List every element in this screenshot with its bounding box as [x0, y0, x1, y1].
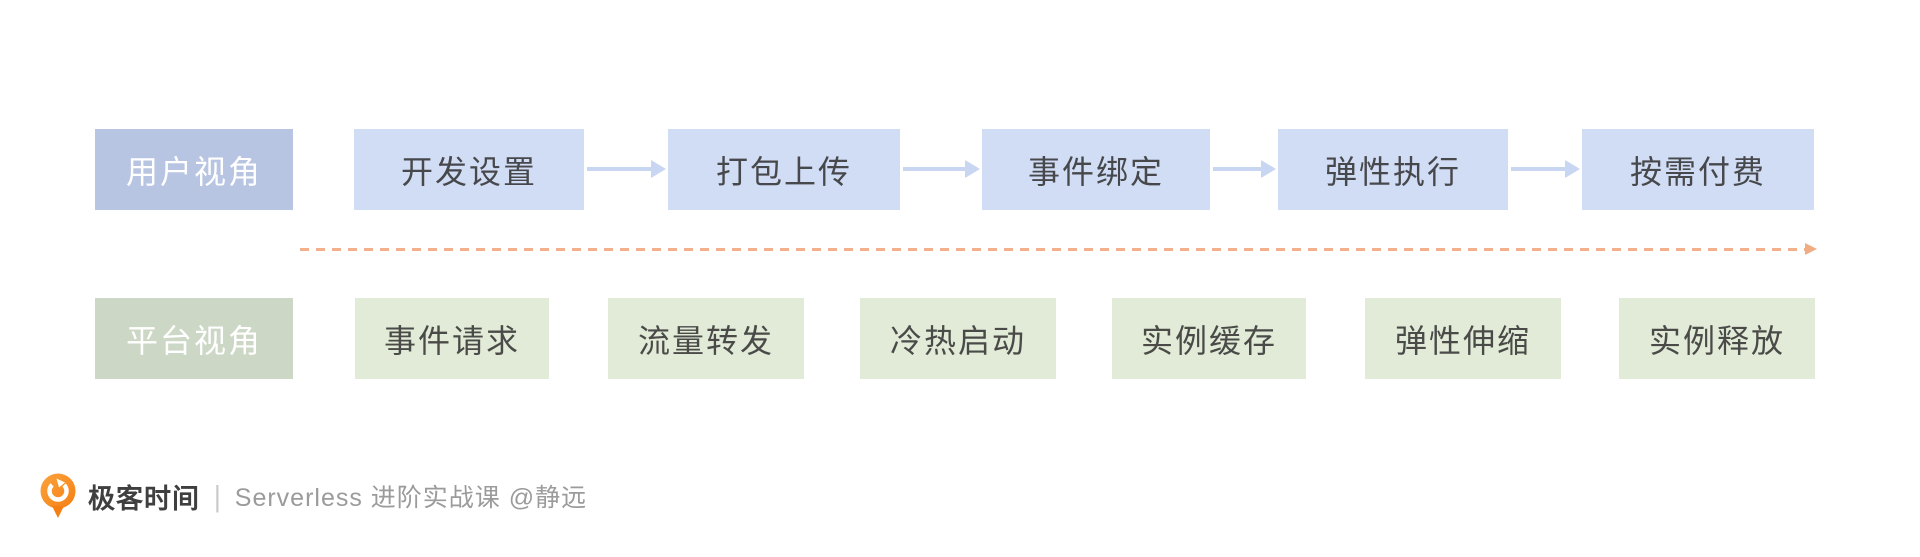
platform-step-instance-cache: 实例缓存	[1112, 298, 1306, 379]
course-title: Serverless 进阶实战课 @静远	[234, 484, 588, 512]
platform-step-elastic-scaling: 弹性伸缩	[1365, 298, 1561, 379]
user-step-elastic-execution: 弹性执行	[1278, 129, 1508, 210]
user-step-event-binding: 事件绑定	[982, 129, 1210, 210]
platform-step-cold-hot-start: 冷热启动	[860, 298, 1056, 379]
platform-step-instance-release: 实例释放	[1619, 298, 1815, 379]
user-step-pay-per-use: 按需付费	[1582, 129, 1814, 210]
footer-watermark: 极客时间 | Serverless 进阶实战课 @静远	[40, 470, 587, 522]
user-perspective-header: 用户视角	[95, 129, 293, 210]
brand-name: 极客时间	[88, 483, 200, 514]
platform-step-event-request: 事件请求	[355, 298, 549, 379]
user-step-dev-setup: 开发设置	[354, 129, 584, 210]
geektime-logo-icon	[40, 473, 76, 518]
platform-step-traffic-forwarding: 流量转发	[608, 298, 804, 379]
platform-perspective-header: 平台视角	[95, 298, 293, 379]
user-step-package-upload: 打包上传	[668, 129, 900, 210]
brand-divider: |	[214, 478, 221, 513]
